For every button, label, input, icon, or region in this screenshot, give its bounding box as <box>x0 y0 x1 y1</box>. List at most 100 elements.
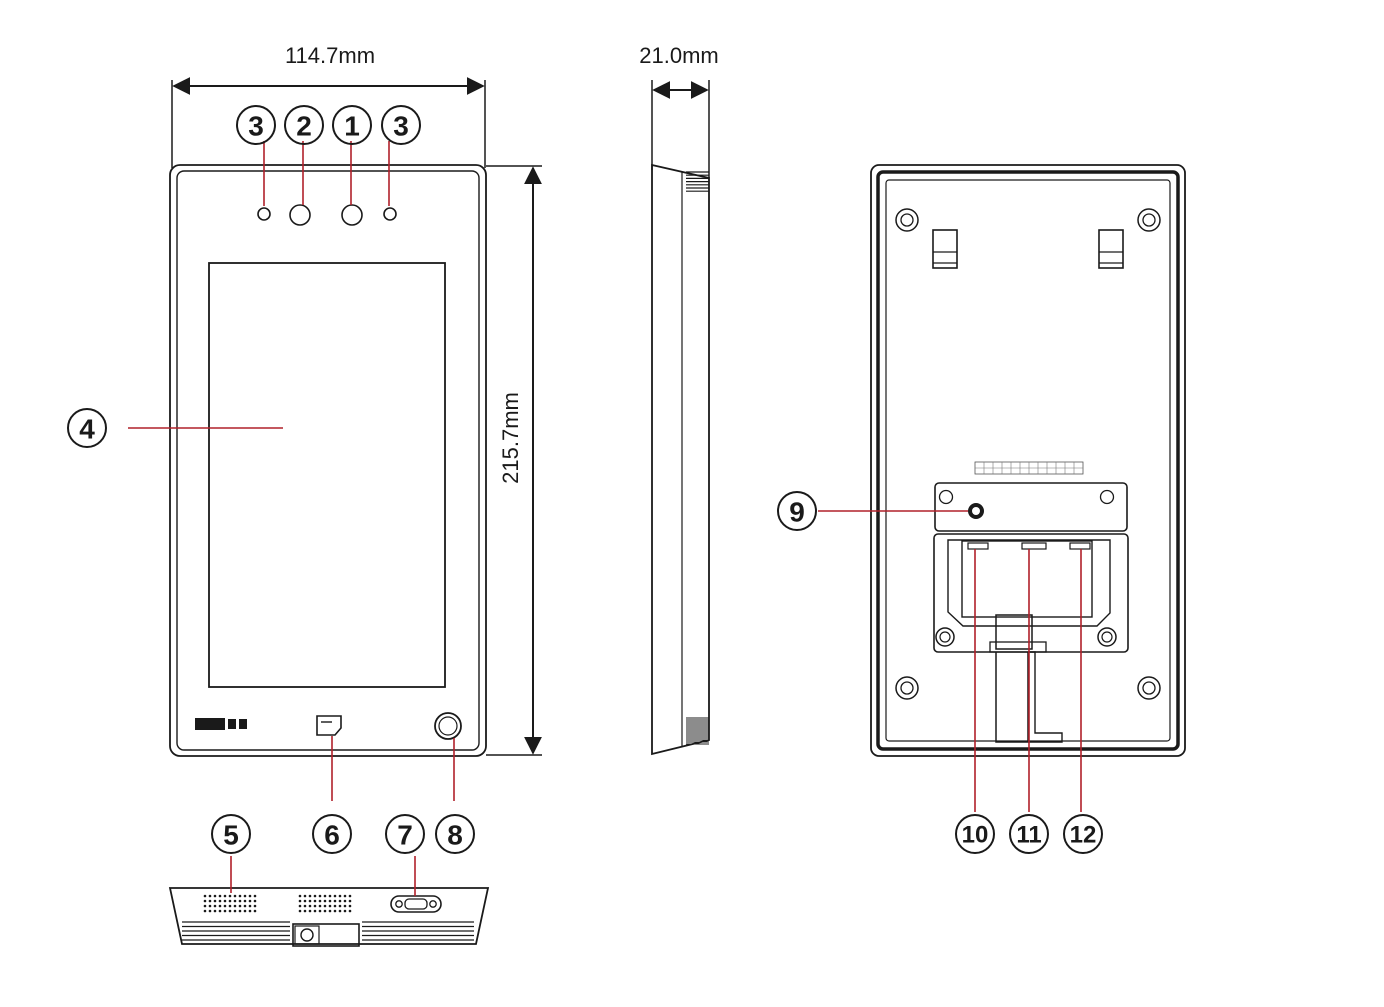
grill-dot <box>323 894 327 898</box>
grill-dot <box>343 899 347 903</box>
compartment-screw-left-inner <box>939 631 951 643</box>
side-fins <box>686 171 709 745</box>
speaker-grill-left-icon <box>203 894 257 913</box>
grill-dot <box>318 909 322 913</box>
svg-text:3: 3 <box>393 111 409 142</box>
callout-5: 5 <box>211 814 251 854</box>
grill-dot <box>208 909 212 913</box>
grill-dot <box>298 894 302 898</box>
callout-8: 8 <box>435 814 475 854</box>
grill-dot <box>243 909 247 913</box>
grill-dot <box>213 894 217 898</box>
grill-dot <box>338 909 342 913</box>
grill-dot <box>213 909 217 913</box>
grill-dot <box>228 899 232 903</box>
grill-dot <box>328 899 332 903</box>
compartment-screw-right-inner <box>1101 631 1113 643</box>
camera-2-icon <box>289 204 311 226</box>
svg-text:5: 5 <box>223 820 239 851</box>
mount-hook-right-icon <box>1098 229 1124 269</box>
back-outer <box>870 164 1186 757</box>
grill-dot <box>223 899 227 903</box>
grill-dot <box>328 909 332 913</box>
screw-top-left-icon <box>895 208 919 232</box>
grill-dot <box>298 904 302 908</box>
grill-dot <box>203 909 207 913</box>
grill-dot <box>313 899 317 903</box>
grill-dot <box>318 899 322 903</box>
side-body <box>651 163 710 756</box>
svg-text:11: 11 <box>1016 822 1041 849</box>
cable-inner-frame <box>947 539 1111 627</box>
grill-dot <box>328 894 332 898</box>
grill-dot <box>208 904 212 908</box>
callout-2: 2 <box>284 105 324 145</box>
svg-text:9: 9 <box>789 497 805 528</box>
grill-dot <box>308 894 312 898</box>
cable-gland-base <box>989 641 1047 653</box>
grill-dot <box>333 899 337 903</box>
grill-dot <box>208 894 212 898</box>
grill-dot <box>253 909 257 913</box>
callout-7: 7 <box>385 814 425 854</box>
card-reader-icon <box>316 715 342 736</box>
callout-4: 4 <box>67 408 107 448</box>
svg-text:12: 12 <box>1070 822 1097 849</box>
grill-dot <box>348 909 352 913</box>
grill-dot <box>243 894 247 898</box>
depth-label: 21.0mm <box>639 43 718 68</box>
grill-dot <box>238 894 242 898</box>
grill-dot <box>208 899 212 903</box>
grill-dot <box>248 904 252 908</box>
grill-dot <box>228 904 232 908</box>
screw-bottom-left-icon <box>895 676 919 700</box>
callout-10: 10 <box>955 814 995 854</box>
callout-12: 12 <box>1063 814 1103 854</box>
bottom-vents <box>182 921 474 941</box>
grill-dot <box>218 894 222 898</box>
cable-gland <box>995 614 1033 650</box>
ir-led-right-icon <box>383 207 397 221</box>
callout-9: 9 <box>777 491 817 531</box>
grill-dot <box>203 899 207 903</box>
grill-dot <box>343 894 347 898</box>
grill-dot <box>323 904 327 908</box>
grill-dot <box>238 904 242 908</box>
svg-text:2: 2 <box>296 111 312 142</box>
grill-dot <box>323 899 327 903</box>
grill-dot <box>248 899 252 903</box>
grill-dot <box>348 904 352 908</box>
grill-dot <box>233 904 237 908</box>
svg-text:10: 10 <box>962 822 989 849</box>
screw-bottom-right-icon <box>1137 676 1161 700</box>
tamper-panel <box>934 482 1128 532</box>
grill-dot <box>303 909 307 913</box>
grill-dot <box>333 904 337 908</box>
touch-screen <box>208 262 446 688</box>
grill-dot <box>243 899 247 903</box>
bottom-port-inner <box>294 925 320 945</box>
grill-dot <box>223 904 227 908</box>
grill-dot <box>328 904 332 908</box>
grill-dot <box>308 904 312 908</box>
grill-dot <box>248 909 252 913</box>
front-view: 114.7mm 215.7mm <box>67 43 542 854</box>
compartment-screw-left-icon <box>935 627 955 647</box>
grill-dot <box>228 909 232 913</box>
side-view: 21.0mm <box>639 43 719 756</box>
terminal-label-strip <box>974 461 1084 475</box>
grill-dot <box>343 909 347 913</box>
grill-dot <box>233 899 237 903</box>
grill-dot <box>318 894 322 898</box>
cable-channel <box>995 652 1029 743</box>
svg-text:7: 7 <box>397 820 413 851</box>
grill-dot <box>303 894 307 898</box>
width-label: 114.7mm <box>285 43 375 68</box>
callout-6: 6 <box>312 814 352 854</box>
callout-1: 1 <box>332 105 372 145</box>
button-icon <box>434 712 462 740</box>
grill-dot <box>223 909 227 913</box>
svg-text:3: 3 <box>248 111 264 142</box>
grill-dot <box>223 894 227 898</box>
grill-dot <box>218 909 222 913</box>
